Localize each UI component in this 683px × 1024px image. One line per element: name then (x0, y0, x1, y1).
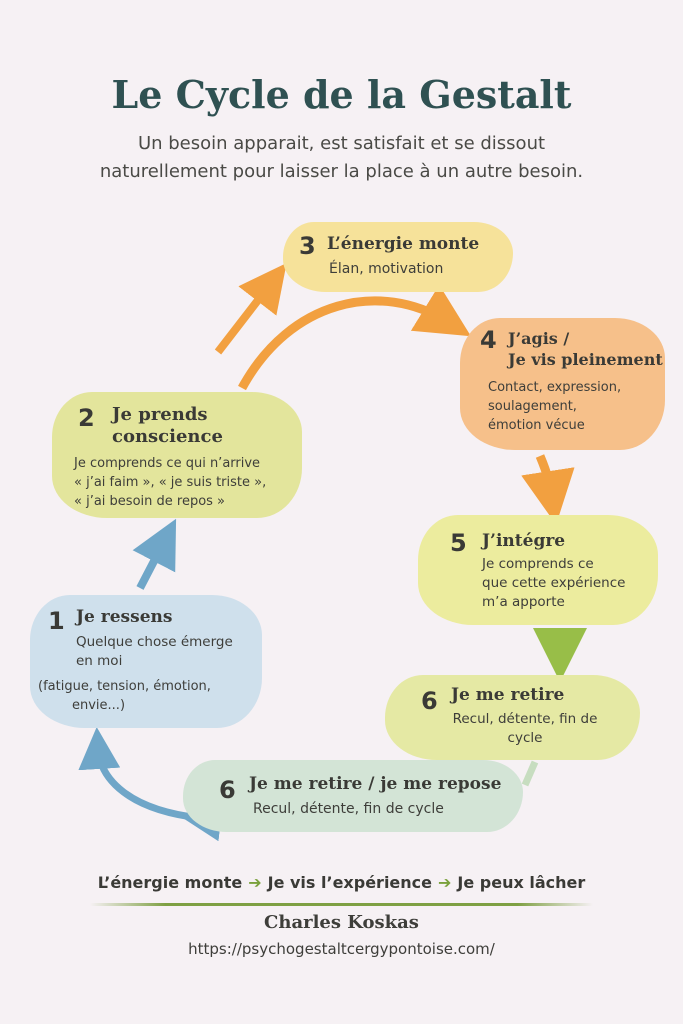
step-5-bubble: 5 J’intégre Je comprends ce que cette ex… (418, 515, 658, 625)
step-heading: conscience (112, 426, 223, 447)
step-body-line: que cette expérience (482, 575, 626, 591)
arrow-2-to-3 (214, 262, 287, 355)
author: Charles Koskas (264, 912, 419, 933)
step-3-bubble: 3 L’énergie monte Élan, motivation (283, 222, 513, 292)
step-heading: Je vis pleinement (508, 350, 663, 369)
step-body-line: Quelque chose émerge (76, 634, 233, 650)
step-body-line: m’a apporte (482, 594, 565, 610)
connector-6 (521, 760, 539, 787)
step-note: (fatigue, tension, émotion, envie...) (38, 677, 211, 715)
step-body-line: cycle (507, 730, 543, 746)
step-body: Je comprends ce que cette expérience m’a… (482, 555, 625, 612)
step-heading: Je prends (112, 404, 208, 425)
step-number: 1 (48, 607, 65, 635)
page-title: Le Cycle de la Gestalt (111, 72, 572, 117)
energy-flow-summary: L’énergie monte ➔ Je vis l’expérience ➔ Je p… (0, 873, 683, 892)
step-body-line: Je comprends ce qui n’arrive (74, 456, 261, 471)
arrow-3-to-4 (238, 284, 471, 391)
step-number: 4 (480, 326, 497, 354)
subtitle-line: naturellement pour laisser la place à un… (99, 161, 584, 182)
website-link[interactable]: https://psychogestaltcergypontoise.com/ (188, 940, 495, 958)
step-4-bubble: 4 J’agis / Je vis pleinement Contact, ex… (460, 318, 665, 450)
step-body-line: Recul, détente, fin de (452, 711, 598, 727)
arrow-1-to-2 (132, 518, 177, 590)
flow-step: Je peux lâcher (457, 873, 586, 892)
step-body-line: soulagement, (488, 399, 577, 414)
step-heading: J’agis / (508, 329, 570, 348)
step-1-bubble: 1 Je ressens Quelque chose émerge en moi… (30, 595, 262, 728)
step-number: 5 (450, 529, 467, 557)
step-body: Contact, expression, soulagement, émotio… (488, 378, 621, 435)
flow-step: L’énergie monte (97, 873, 243, 892)
arrow-right-icon: ➔ (438, 873, 452, 892)
step-body-line: « j’ai faim », « je suis triste », (74, 475, 267, 490)
step-heading: Je me retire (451, 685, 565, 705)
step-body-line: Je comprends ce (482, 556, 594, 572)
arrow-right-icon: ➔ (248, 873, 262, 892)
step-number: 6 (421, 687, 438, 715)
step-body-line: émotion vécue (488, 418, 585, 433)
subtitle: Un besoin apparait, est satisfait et se … (40, 130, 643, 186)
divider (90, 903, 593, 906)
flow-step: Je vis l’expérience (267, 873, 432, 892)
step-number: 2 (78, 404, 95, 432)
step-body-line: « j’ai besoin de repos » (74, 494, 226, 509)
step-body: Quelque chose émerge en moi (76, 633, 233, 671)
step-heading: Je me retire / je me repose (249, 774, 502, 794)
step-body: Élan, motivation (329, 261, 444, 277)
step-6-rest-bubble: 6 Je me retire / je me repose Recul, dét… (183, 760, 523, 832)
step-body: Je comprends ce qui n’arrive « j’ai faim… (74, 454, 266, 511)
arrow-4-to-5 (521, 454, 575, 525)
step-body-line: (fatigue, tension, émotion, (38, 679, 211, 694)
step-body: Recul, détente, fin de cycle (253, 801, 444, 817)
step-body-line: en moi (76, 653, 123, 669)
step-6-bubble: 6 Je me retire Recul, détente, fin de cy… (385, 675, 640, 760)
step-number: 6 (219, 776, 236, 804)
step-body: Recul, détente, fin de cycle (445, 710, 605, 748)
subtitle-line: Un besoin apparait, est satisfait et se … (137, 133, 546, 154)
step-heading: Je ressens (76, 607, 173, 627)
step-number: 3 (299, 232, 316, 260)
step-2-bubble: 2 Je prends conscience Je comprends ce q… (52, 392, 302, 518)
arrow-6-to-1 (78, 727, 224, 842)
step-body-line: Contact, expression, (488, 380, 622, 395)
step-body-line: envie...) (72, 698, 126, 713)
step-heading: L’énergie monte (327, 234, 480, 254)
step-heading: J’intégre (482, 531, 566, 551)
